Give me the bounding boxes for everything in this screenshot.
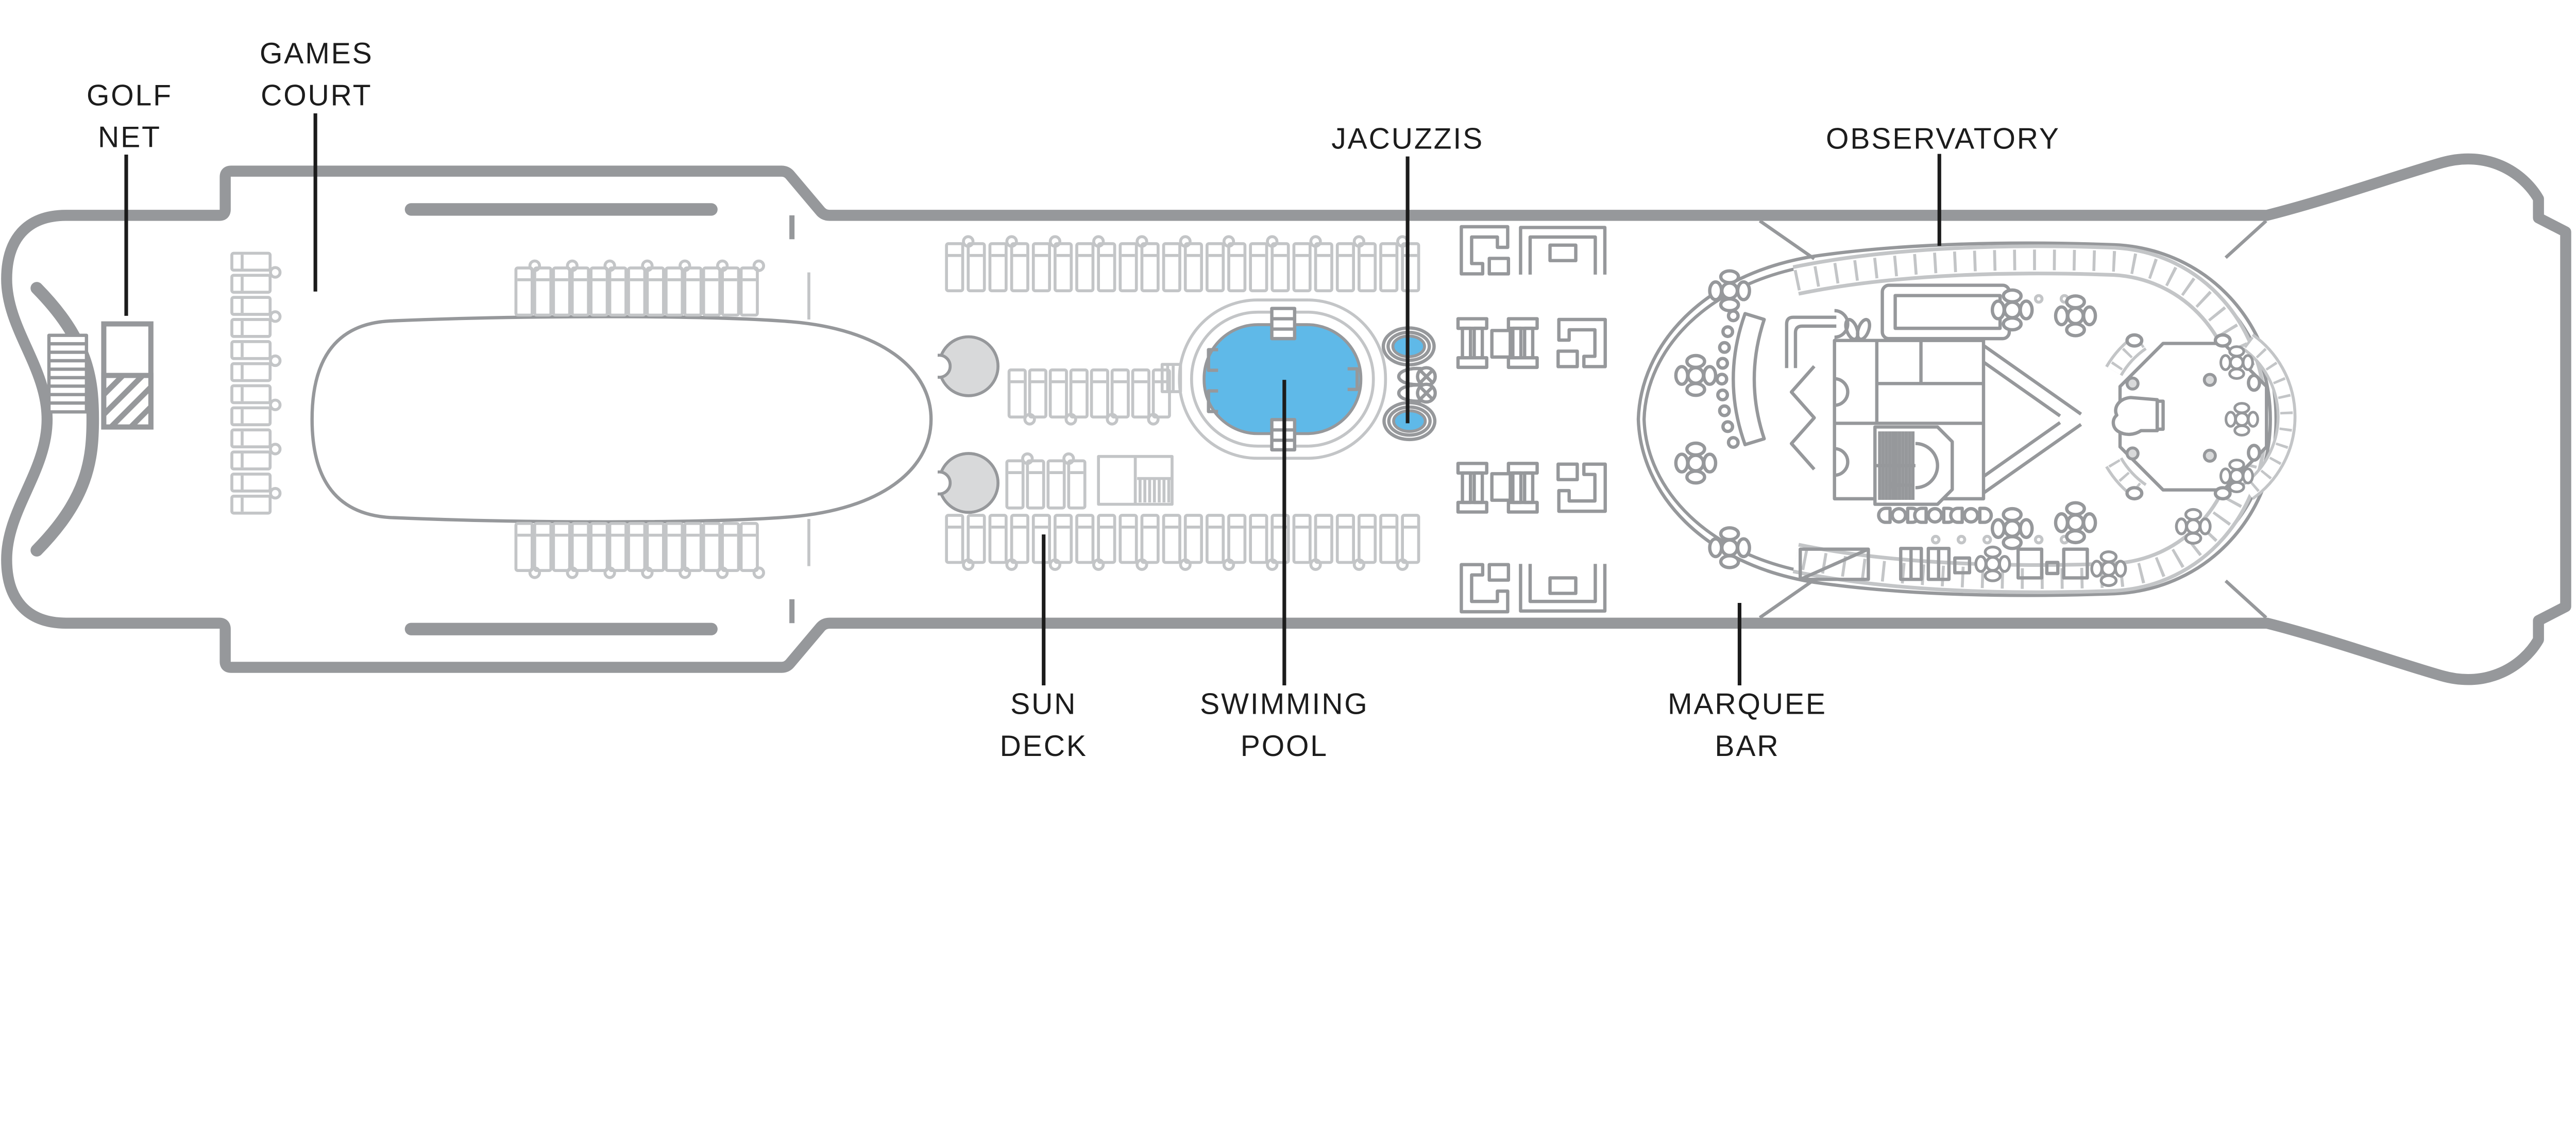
- obs-connector-tr: [2224, 220, 2267, 259]
- label-sun-deck-line2: DECK: [1000, 730, 1088, 763]
- bow-steps: [47, 333, 89, 414]
- piano-icon: [2111, 396, 2165, 436]
- label-observatory: OBSERVATORY: [1826, 123, 2060, 156]
- pool-handrail-2: [1207, 389, 1218, 413]
- observatory-dod-row: [1878, 508, 1991, 522]
- obs-connector-br: [2224, 579, 2267, 619]
- label-sun-deck-line1: SUN: [1010, 688, 1077, 721]
- observatory-octagon: [2113, 335, 2286, 499]
- windbreak-top: [404, 203, 718, 216]
- observatory-bottom-row: [1799, 547, 2089, 581]
- golf-net-hatch: [101, 373, 154, 430]
- label-swimming-pool-line2: POOL: [1241, 730, 1328, 763]
- label-golf-net-line2: NET: [98, 121, 161, 154]
- label-golf-net-line1: GOLF: [87, 79, 173, 112]
- marquee-bar-counter: [1715, 309, 1766, 449]
- observatory-interior: [1785, 283, 2082, 506]
- pool-handrail-1: [1207, 348, 1218, 372]
- pool-handrail-3: [1347, 367, 1359, 391]
- label-jacuzzis: JACUZZIS: [1331, 123, 1484, 156]
- obs-connector-bl: [1758, 578, 1816, 619]
- golf-net: [101, 321, 154, 430]
- pool-ladder-top: [1270, 307, 1297, 341]
- windbreak-bottom: [404, 623, 718, 635]
- deck-plan-page: GAMES COURT GOLF NET JACUZZIS OBSERVATOR…: [1, 37, 2571, 763]
- label-marquee-bar-line2: BAR: [1715, 730, 1780, 763]
- label-games-court-line2: COURT: [261, 79, 372, 112]
- bow-crescent: [30, 282, 99, 557]
- pool-steps-left: [1160, 363, 1182, 393]
- games-court-oval: [310, 315, 933, 524]
- label-marquee-bar-line1: MARQUEE: [1668, 688, 1827, 721]
- shade-circle-1: [923, 335, 1000, 397]
- label-swimming-pool-line1: SWIMMING: [1200, 688, 1368, 721]
- deck-plan: GAMES COURT GOLF NET JACUZZIS OBSERVATOR…: [1, 37, 2571, 763]
- label-games-court-line1: GAMES: [260, 37, 374, 70]
- observatory: [1636, 219, 2286, 619]
- obs-connector-tl: [1758, 219, 1816, 260]
- pool-bar-stairs: [1097, 455, 1174, 506]
- shade-circle-2: [923, 452, 1000, 514]
